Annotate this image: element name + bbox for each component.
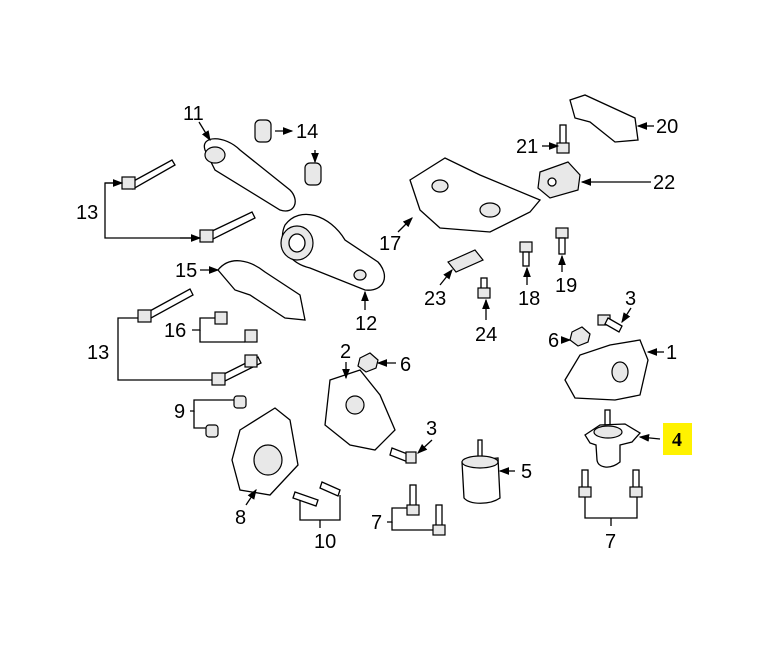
callout-2[interactable]: 2 (340, 341, 351, 363)
part-22-mount (537, 161, 581, 199)
callout-21[interactable]: 21 (516, 136, 538, 158)
callout-1[interactable]: 1 (666, 342, 677, 364)
part-1-bracket (564, 339, 649, 401)
callout-17[interactable]: 17 (379, 233, 401, 255)
part-7-bolts-right (578, 469, 643, 498)
part-20-bracket (569, 94, 639, 143)
callout-13[interactable]: 13 (87, 342, 109, 364)
callout-9[interactable]: 9 (174, 401, 185, 423)
part-6-nut-right (569, 326, 591, 347)
callout-5[interactable]: 5 (521, 461, 532, 483)
callout-14[interactable]: 14 (296, 121, 318, 143)
part-17-crossmember (409, 157, 542, 233)
callout-11[interactable]: 11 (183, 103, 204, 125)
part-18-bolt (519, 241, 533, 267)
part-7-bolts-left (406, 484, 446, 536)
callout-19[interactable]: 19 (555, 275, 577, 297)
callout-22[interactable]: 22 (653, 172, 675, 194)
part-10-bolts (292, 481, 341, 507)
callout-4-highlighted[interactable]: 4 (672, 429, 682, 451)
callout-24[interactable]: 24 (475, 324, 497, 346)
callout-15[interactable]: 15 (175, 260, 197, 282)
part-16-bolts (214, 311, 258, 368)
callout-7[interactable]: 7 (371, 512, 382, 534)
callout-6[interactable]: 6 (400, 354, 411, 376)
callout-8[interactable]: 8 (235, 507, 246, 529)
part-4-engine-mount (584, 409, 642, 468)
part-5-mount (461, 439, 501, 504)
callout-12[interactable]: 12 (355, 313, 377, 335)
callout-6[interactable]: 6 (548, 330, 559, 352)
callout-16[interactable]: 16 (164, 320, 186, 342)
callout-7[interactable]: 7 (605, 531, 616, 553)
part-24-bolt (477, 277, 491, 299)
part-12-mount-arm (280, 213, 386, 291)
highlight-box (663, 423, 692, 455)
part-9-plugs (205, 395, 247, 438)
part-21-bolt (556, 124, 570, 154)
callout-10[interactable]: 10 (314, 531, 336, 553)
part-15-bracket (217, 260, 306, 321)
part-2-bracket (324, 369, 396, 451)
part-19-bolt (555, 227, 569, 255)
part-13-bolts-upper (121, 159, 256, 243)
callout-13[interactable]: 13 (76, 202, 98, 224)
leader-lines (104, 121, 664, 531)
part-8-bracket (231, 407, 299, 496)
part-11-torque-rod (203, 138, 296, 212)
part-23-bushing (447, 249, 484, 273)
part-3-bolt-right (597, 314, 623, 333)
callout-18[interactable]: 18 (518, 288, 540, 310)
part-3-bolt (389, 447, 417, 464)
callout-3[interactable]: 3 (625, 288, 636, 310)
part-6-nut (357, 352, 379, 373)
callout-20[interactable]: 20 (656, 116, 678, 138)
callout-3[interactable]: 3 (426, 418, 437, 440)
callout-labels: 11 14 13 15 16 13 9 8 10 2 6 3 5 7 12 17… (76, 103, 682, 553)
callout-23[interactable]: 23 (424, 288, 446, 310)
